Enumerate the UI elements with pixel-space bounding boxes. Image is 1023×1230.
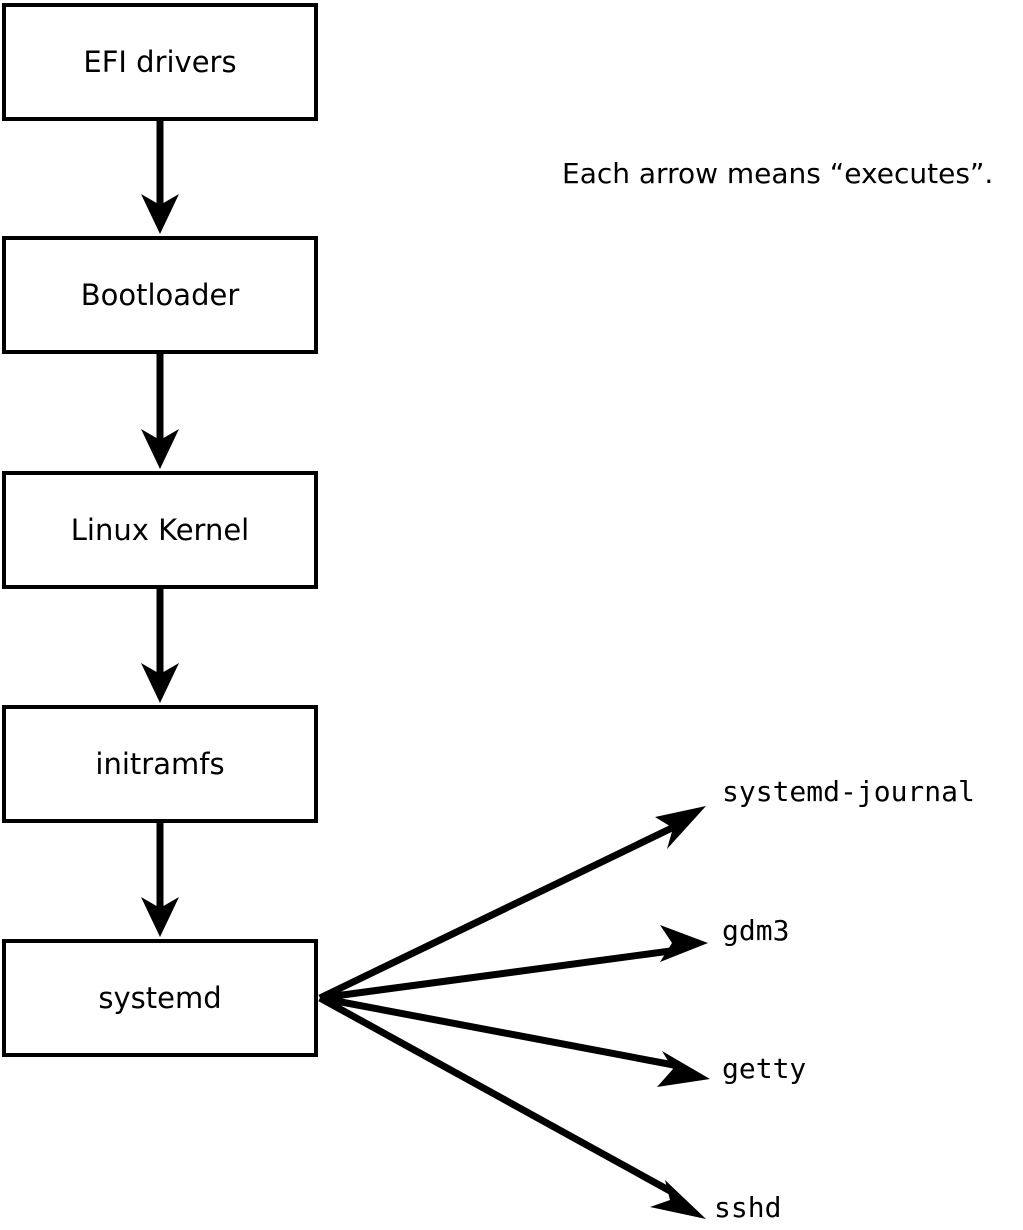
fanout-arrow-gdm3 [319,925,708,1002]
fanout-arrow-getty [319,994,710,1087]
stage-box-bootloader[interactable]: Bootloader [2,236,318,354]
stage-label-initramfs: initramfs [95,746,225,781]
stage-label-bootloader: Bootloader [80,277,240,312]
chain-arrow-kernel-to-initramfs [141,589,179,703]
service-label-getty[interactable]: getty [722,1052,807,1085]
stage-label-systemd: systemd [98,980,222,1015]
stage-box-initramfs[interactable]: initramfs [2,705,318,823]
service-label-gdm3[interactable]: gdm3 [722,914,790,947]
stage-label-efi-drivers: EFI drivers [83,44,237,79]
stage-box-efi-drivers[interactable]: EFI drivers [2,3,318,121]
chain-arrow-initramfs-to-systemd [141,823,179,937]
stage-box-linux-kernel[interactable]: Linux Kernel [2,471,318,589]
chain-arrow-efi-to-bootloader [141,121,179,234]
service-label-sshd[interactable]: sshd [714,1191,782,1224]
diagram-caption: Each arrow means “executes”. [562,157,994,190]
chain-arrow-bootloader-to-kernel [141,354,179,469]
fanout-arrow-systemd-journal [318,806,706,1002]
service-label-systemd-journal[interactable]: systemd-journal [722,775,975,808]
fanout-arrow-sshd [318,994,706,1219]
stage-box-systemd[interactable]: systemd [2,939,318,1057]
stage-label-linux-kernel: Linux Kernel [70,512,250,547]
